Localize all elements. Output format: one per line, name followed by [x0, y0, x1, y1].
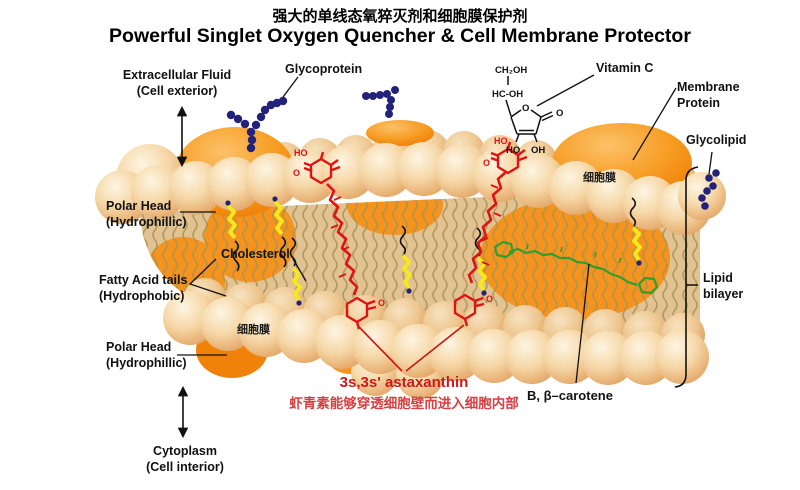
ho-label: HO	[506, 145, 520, 156]
o-label: O	[378, 298, 385, 308]
o-label: O	[293, 168, 300, 178]
label-beta-carotene: B, β–carotene	[527, 388, 613, 403]
oh-label: OH	[531, 145, 545, 156]
ring-o-label: O	[522, 103, 529, 114]
vitamin-c-structure: CH₂OH HC-OH O O HO OH	[492, 65, 563, 156]
title-chinese: 强大的单线态氧猝灭剂和细胞膜保护剂	[272, 8, 528, 25]
o-label: O	[483, 158, 490, 168]
label-polar-head-top: Polar Head (Hydrophillic)	[106, 199, 187, 229]
pointer-lines	[177, 74, 713, 388]
bottom-lipid-heads-front-row	[163, 291, 709, 399]
astaxanthin-molecule-left	[303, 151, 377, 330]
label-membrane-zh-right: 细胞膜	[583, 172, 616, 184]
glycolipid-molecule	[698, 169, 720, 210]
astaxanthin-pointer-v	[358, 324, 465, 372]
cholesterol-molecule	[225, 200, 240, 272]
ho-label: HO	[494, 136, 508, 146]
double-arrows	[176, 105, 189, 439]
astaxanthin-chem-labels: HO O HO O O O	[293, 136, 508, 308]
top-lipid-heads-front-row	[95, 142, 726, 235]
label-lipid-bilayer: Lipid bilayer	[703, 271, 744, 301]
glycoprotein-molecule	[226, 96, 288, 153]
glycoprotein-molecule-2	[362, 86, 399, 118]
label-astaxanthin: 3s,3s' astaxanthin	[339, 374, 469, 391]
astaxanthin-molecule-right	[453, 141, 528, 327]
title-english: Powerful Singlet Oxygen Quencher & Cell …	[109, 25, 691, 47]
label-astaxanthin-zh: 虾青素能够穿透细胞壁而进入细胞内部	[289, 396, 519, 411]
label-membrane-zh-left: 细胞膜	[237, 324, 270, 336]
label-vitamin-c: Vitamin C	[596, 61, 654, 75]
label-cholesterol: Cholesterol	[221, 247, 290, 261]
label-glycolipid: Glycolipid	[686, 133, 747, 147]
label-membrane-protein: Membrane Protein	[677, 80, 740, 110]
beta-carotene-molecule	[493, 240, 659, 295]
label-glycoprotein: Glycoprotein	[285, 62, 363, 76]
label-fatty-acid-tails: Fatty Acid tails (Hydrophobic)	[99, 273, 188, 303]
o-label: O	[486, 294, 493, 304]
cholesterol-molecule	[272, 196, 287, 268]
cholesterol-molecule	[629, 197, 642, 266]
double-o-label: O	[556, 108, 563, 119]
hcoh-label: HC-OH	[492, 89, 523, 100]
label-cytoplasm: Cytoplasm (Cell interior)	[146, 444, 224, 474]
cholesterol-molecule	[399, 225, 412, 294]
ch2oh-label: CH₂OH	[495, 65, 527, 76]
ho-label: HO	[294, 148, 308, 158]
label-polar-head-bottom: Polar Head (Hydrophillic)	[106, 340, 187, 370]
label-extracellular-fluid: Extracellular Fluid (Cell exterior)	[122, 68, 232, 98]
